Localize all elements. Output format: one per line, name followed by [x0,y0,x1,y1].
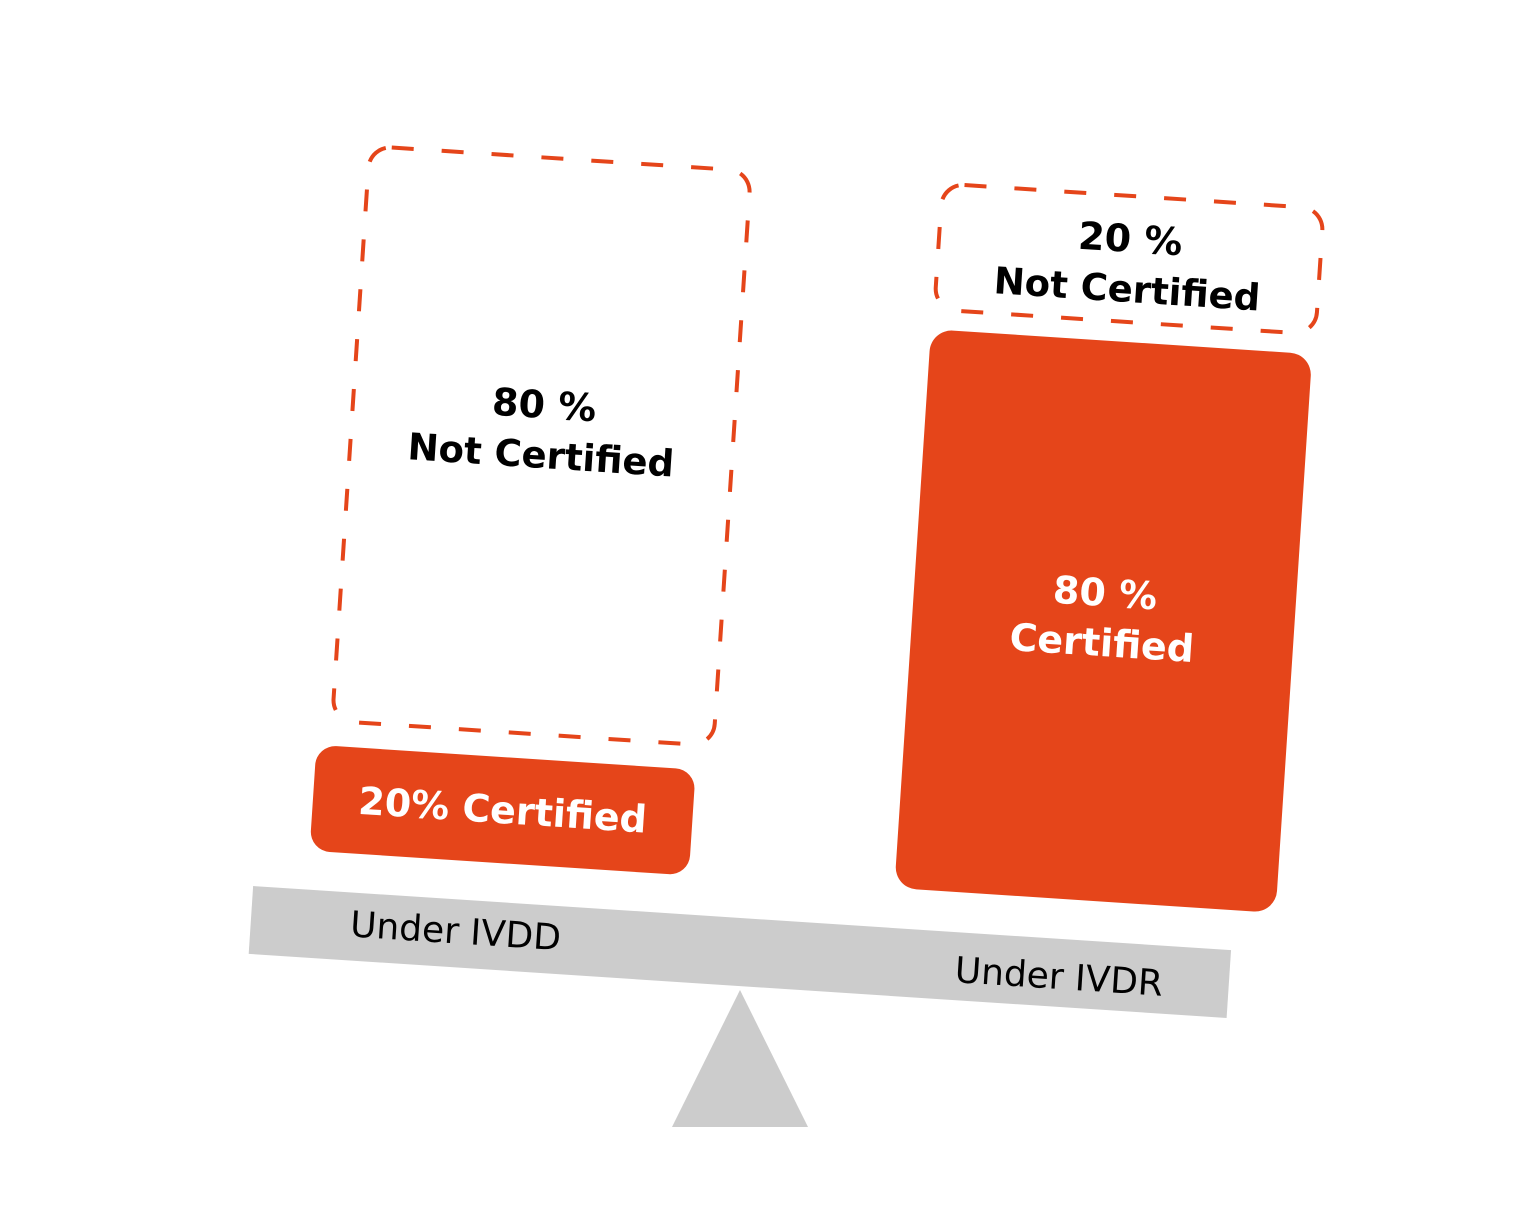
fulcrum-triangle [672,990,808,1127]
left-certified-bar [310,746,695,875]
right-certified-percent: 80 % [1052,568,1159,619]
right-not-certified-label: Not Certified [992,259,1261,319]
right-not-certified-percent: 20 % [1077,214,1184,265]
left-not-certified-label: Not Certified [406,425,675,485]
tilted-scale: 80 % Not Certified 20% Certified Under I… [248,145,1325,1018]
right-not-certified-box [933,182,1325,335]
right-certified-bar [895,330,1311,912]
left-not-certified-box [331,145,752,747]
left-not-certified-percent: 80 % [491,380,598,431]
scale-beam [248,886,1232,1018]
